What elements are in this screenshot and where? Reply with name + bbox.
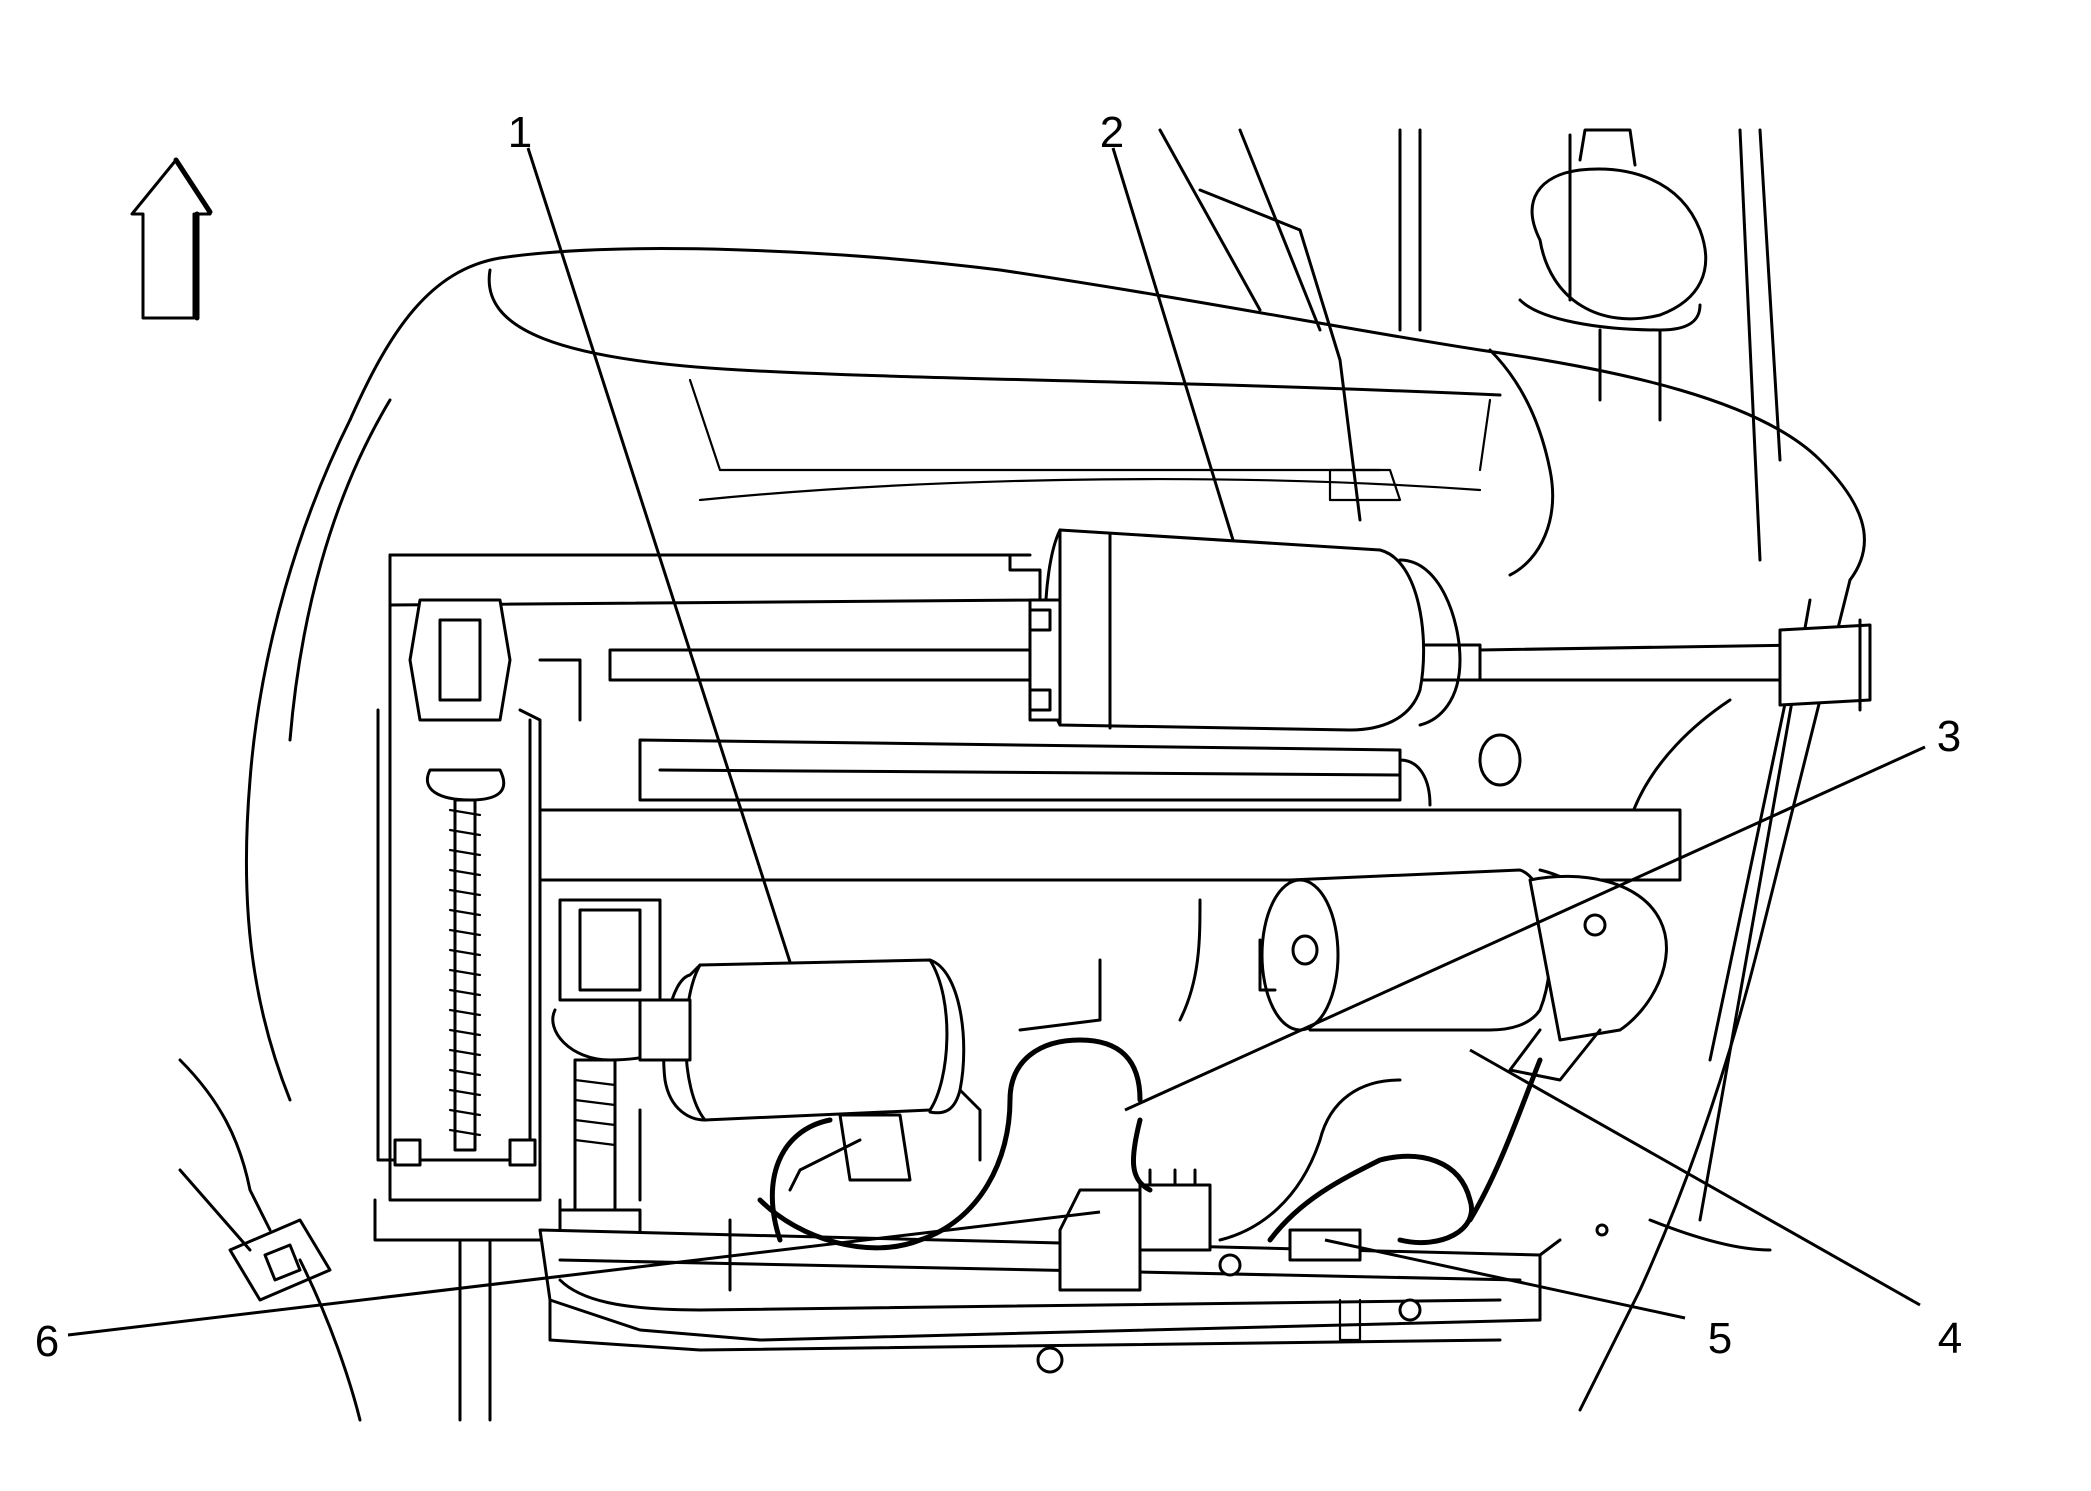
- motor-1: [638, 958, 982, 1182]
- door-frame-lines: [1158, 128, 1782, 562]
- callout-label-6: 6: [34, 1317, 60, 1366]
- motor-4: [1258, 868, 1668, 1082]
- callout-line-2: [1111, 147, 1235, 541]
- seat-belt-buckle: [1518, 128, 1708, 422]
- connectors: [1058, 1168, 1362, 1292]
- lower-left-details: [178, 1058, 492, 1422]
- callout-label-4: 4: [1937, 1314, 1963, 1363]
- callout-label-5: 5: [1707, 1314, 1733, 1363]
- wiring-harness: [638, 898, 1543, 1292]
- seat-cushion: [244, 247, 1866, 1102]
- callout-lines: [67, 147, 1926, 1337]
- callout-line-5: [1324, 1238, 1686, 1320]
- callout-label-2: 2: [1099, 108, 1125, 157]
- callout-line-4: [1469, 1048, 1921, 1307]
- callout-line-6: [67, 1210, 1101, 1337]
- callout-label-1: 1: [507, 108, 533, 157]
- callout-line-3: [1124, 745, 1926, 1112]
- mid-crossbar: [538, 733, 1682, 882]
- callout-line-1: [526, 147, 792, 963]
- side-panel-right: [1578, 578, 1852, 1412]
- motor-2: [1028, 528, 1462, 732]
- up-arrow-icon: [130, 157, 213, 321]
- left-screw-drive: [373, 558, 582, 1242]
- callout-label-3: 3: [1936, 712, 1962, 761]
- bottom-tray: [538, 1228, 1562, 1374]
